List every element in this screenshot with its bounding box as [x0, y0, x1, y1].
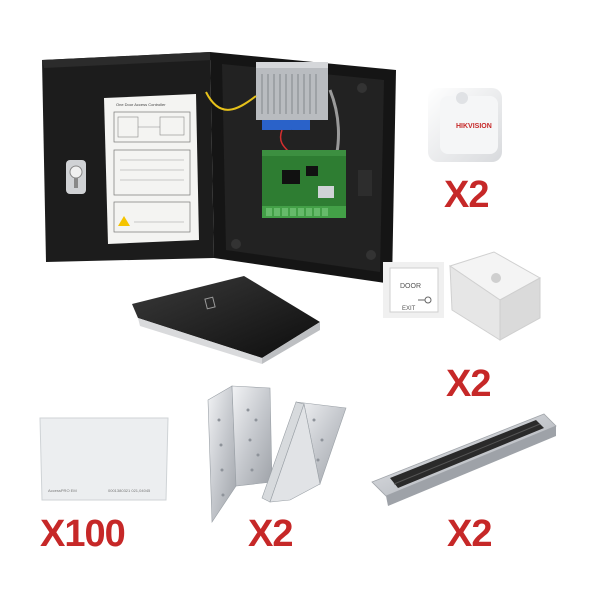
magnetic-lock	[371, 413, 557, 506]
access-controller-cabinet: One Door Access Controller	[42, 52, 396, 284]
proximity-card: AccessPRO EM 0001380321 021,04045	[39, 417, 169, 501]
card-text-right: 0001380321 021,04045	[108, 488, 151, 493]
quantity-label-wall-reader: X2	[444, 174, 489, 216]
quantity-label-cards: X100	[40, 513, 126, 555]
key-icon	[418, 296, 432, 304]
exit-button-text-exit: EXIT	[402, 306, 416, 312]
exit-button-text-door: DOOR	[400, 283, 421, 290]
diagram-title: One Door Access Controller	[116, 102, 166, 107]
quantity-label-exit-button: X2	[446, 363, 491, 405]
wiring-diagram-sheet: One Door Access Controller	[104, 94, 199, 244]
wall-card-reader: HIKVISION	[428, 88, 502, 162]
quantity-label-magnetic-lock: X2	[447, 513, 492, 555]
quantity-label-brackets: X2	[248, 513, 293, 555]
card-text-left: AccessPRO EM	[48, 488, 77, 493]
nfc-symbol-icon	[204, 296, 216, 310]
cabinet-lock-icon	[66, 160, 86, 194]
exit-button: DOOR EXIT	[383, 262, 444, 318]
power-supply-unit	[256, 62, 328, 130]
reader-brand-text: HIKVISION	[456, 123, 492, 130]
controller-pcb	[262, 150, 346, 218]
desktop-card-enrollment-reader	[132, 276, 320, 364]
zl-brackets	[207, 385, 347, 523]
exit-button-back-box	[448, 251, 542, 341]
